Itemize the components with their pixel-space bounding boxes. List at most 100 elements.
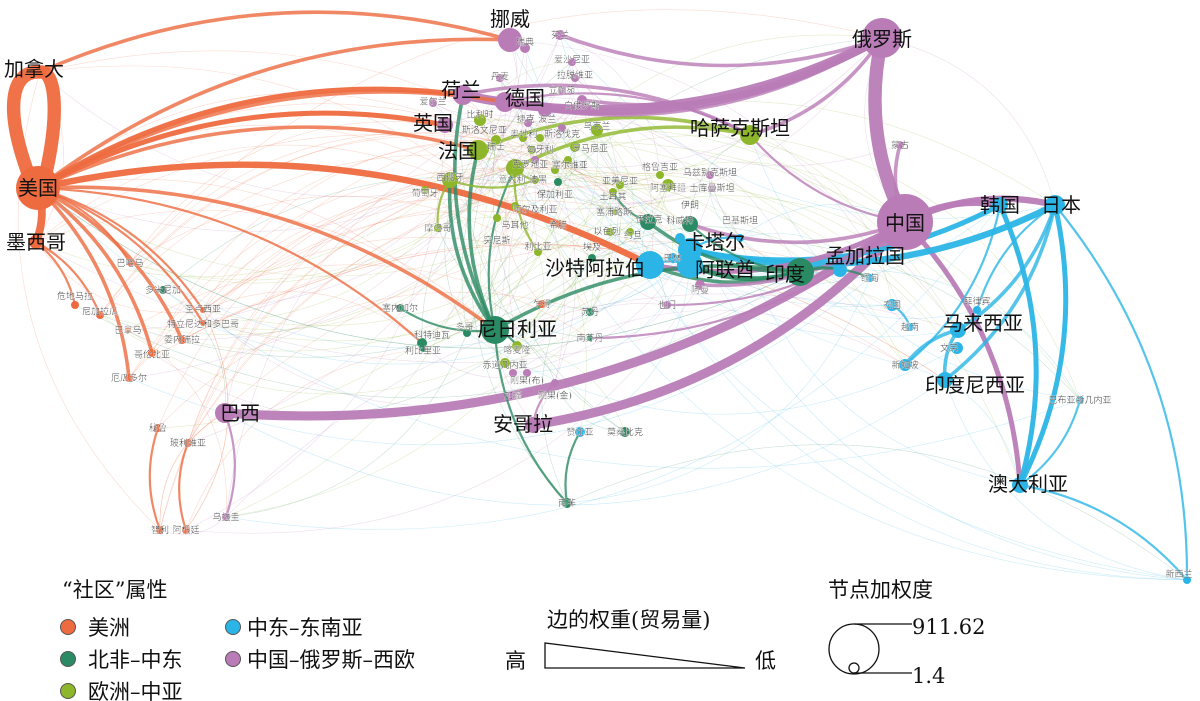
edge-faint	[35, 144, 451, 243]
node-罗马尼亚	[570, 142, 580, 152]
edge-faint	[484, 141, 1081, 401]
node-label: 阿尔及利亚	[512, 204, 557, 216]
node-菲律宾	[973, 306, 981, 314]
edge-faint	[444, 121, 533, 151]
node-label: 多哥	[455, 321, 473, 333]
node-意大利	[506, 159, 524, 177]
node-label: 塞浦路斯	[596, 206, 632, 218]
edge-faint	[557, 181, 668, 306]
edge-faint	[129, 132, 533, 264]
node-label: 波兰	[538, 113, 556, 125]
edge-faint	[39, 50, 701, 286]
edge-faint	[202, 184, 669, 342]
node-label: 伊朗	[681, 199, 699, 211]
node-label: 墨西哥	[6, 230, 66, 254]
edge-faint	[444, 149, 479, 334]
node-label: 尼加拉瓜	[82, 305, 118, 317]
node-美国	[16, 166, 60, 210]
node-label: 玻利维亚	[170, 437, 206, 449]
edge-印度-伊拉克	[646, 220, 802, 274]
node-亚美尼亚	[616, 181, 624, 189]
legend-dot	[60, 651, 76, 667]
node-中国	[877, 194, 933, 250]
node-label: 挪威	[490, 7, 530, 31]
node-label: 波黑	[529, 174, 547, 186]
node-利比里亚	[420, 346, 426, 352]
node-label: 南非	[558, 497, 576, 509]
node-印度尼西亚	[937, 372, 953, 388]
edge-美国-法国	[36, 125, 480, 190]
edge-faint	[574, 146, 612, 233]
edge-faint	[579, 249, 691, 433]
legend-me-sea: 中东–东南亚	[225, 612, 363, 642]
node-文莱	[951, 342, 963, 354]
node-匈牙利	[536, 134, 544, 142]
node-刚果(布)	[523, 369, 531, 377]
node-尼日利亚	[481, 316, 509, 344]
edge-俄罗斯-芬兰	[558, 33, 884, 68]
edge-weight-legend-title: 边的权重(贸易量)	[547, 608, 711, 632]
node-葡萄牙	[421, 186, 429, 194]
edge-faint	[466, 37, 883, 334]
edge-faint	[185, 124, 446, 531]
node-label: 德国	[505, 86, 545, 110]
edge-faint	[494, 129, 598, 331]
edge-faint	[477, 149, 587, 433]
node-label: 西班牙	[436, 171, 463, 183]
edge-faint	[479, 119, 681, 239]
edge-faint	[534, 172, 958, 349]
node-爱尔兰	[429, 99, 437, 107]
edge-菲律宾-日本	[975, 203, 1057, 312]
node-label: 巴基斯坦	[722, 214, 758, 226]
edge-中国-南苏丹	[588, 220, 907, 340]
edge-faint	[444, 114, 576, 148]
node-越南	[906, 323, 914, 331]
edge-faint	[159, 516, 227, 535]
edge-faint	[516, 345, 626, 433]
edge-faint	[527, 122, 668, 306]
edge-faint	[566, 444, 1188, 581]
edge-faint	[35, 179, 451, 278]
node-label: 爱尔兰	[419, 96, 446, 108]
edge-faint	[512, 303, 668, 374]
node-label: 俄罗斯	[852, 27, 912, 51]
edge-faint	[689, 223, 1188, 581]
edge-法国-哈萨克斯坦	[476, 115, 752, 152]
node-秘鲁	[154, 424, 162, 432]
edge-澳大利亚-新西兰	[1018, 483, 1189, 582]
node-label: 土库曼斯坦	[689, 182, 734, 194]
edge-faint	[181, 184, 621, 352]
edge-faint	[524, 47, 1188, 581]
node-label: 白俄罗斯	[564, 100, 600, 112]
edge-faint	[187, 173, 711, 444]
edge-faint	[225, 332, 468, 518]
edge-faint	[202, 210, 674, 311]
node-label: 文莱	[940, 342, 958, 354]
edge-美国-尼日利亚	[36, 185, 497, 332]
node-label: 埃及	[583, 241, 601, 253]
node-label: 孟加拉国	[825, 244, 905, 268]
node-label: 捷克	[517, 113, 535, 125]
edge-美国-厄瓜多尔	[36, 186, 131, 380]
node-label: 摩洛哥	[424, 222, 451, 234]
node-巴拿马	[125, 327, 131, 333]
node-label: 希腊	[549, 219, 567, 231]
edge-faint	[512, 309, 906, 374]
edge-faint	[629, 231, 1188, 581]
edge-faint	[202, 205, 516, 330]
edge-faint	[561, 127, 661, 176]
node-degree-legend-title: 节点加权度	[828, 578, 933, 602]
node-label: 约旦	[624, 229, 642, 241]
edge-faint	[596, 129, 634, 233]
node-label: 加拿大	[4, 57, 64, 81]
edge-faint	[159, 412, 226, 531]
edge-加拿大-挪威	[38, 10, 512, 74]
node-突尼斯	[493, 214, 501, 222]
node-摩洛哥	[434, 224, 442, 232]
node-label: 匈牙利	[526, 143, 553, 155]
node-巴布亚新几内亚	[1076, 396, 1084, 404]
node-智利	[156, 526, 164, 534]
edge-印度-沙特阿拉伯	[648, 263, 802, 284]
edge-faint	[749, 134, 1081, 401]
node-玻利维亚	[184, 439, 192, 447]
